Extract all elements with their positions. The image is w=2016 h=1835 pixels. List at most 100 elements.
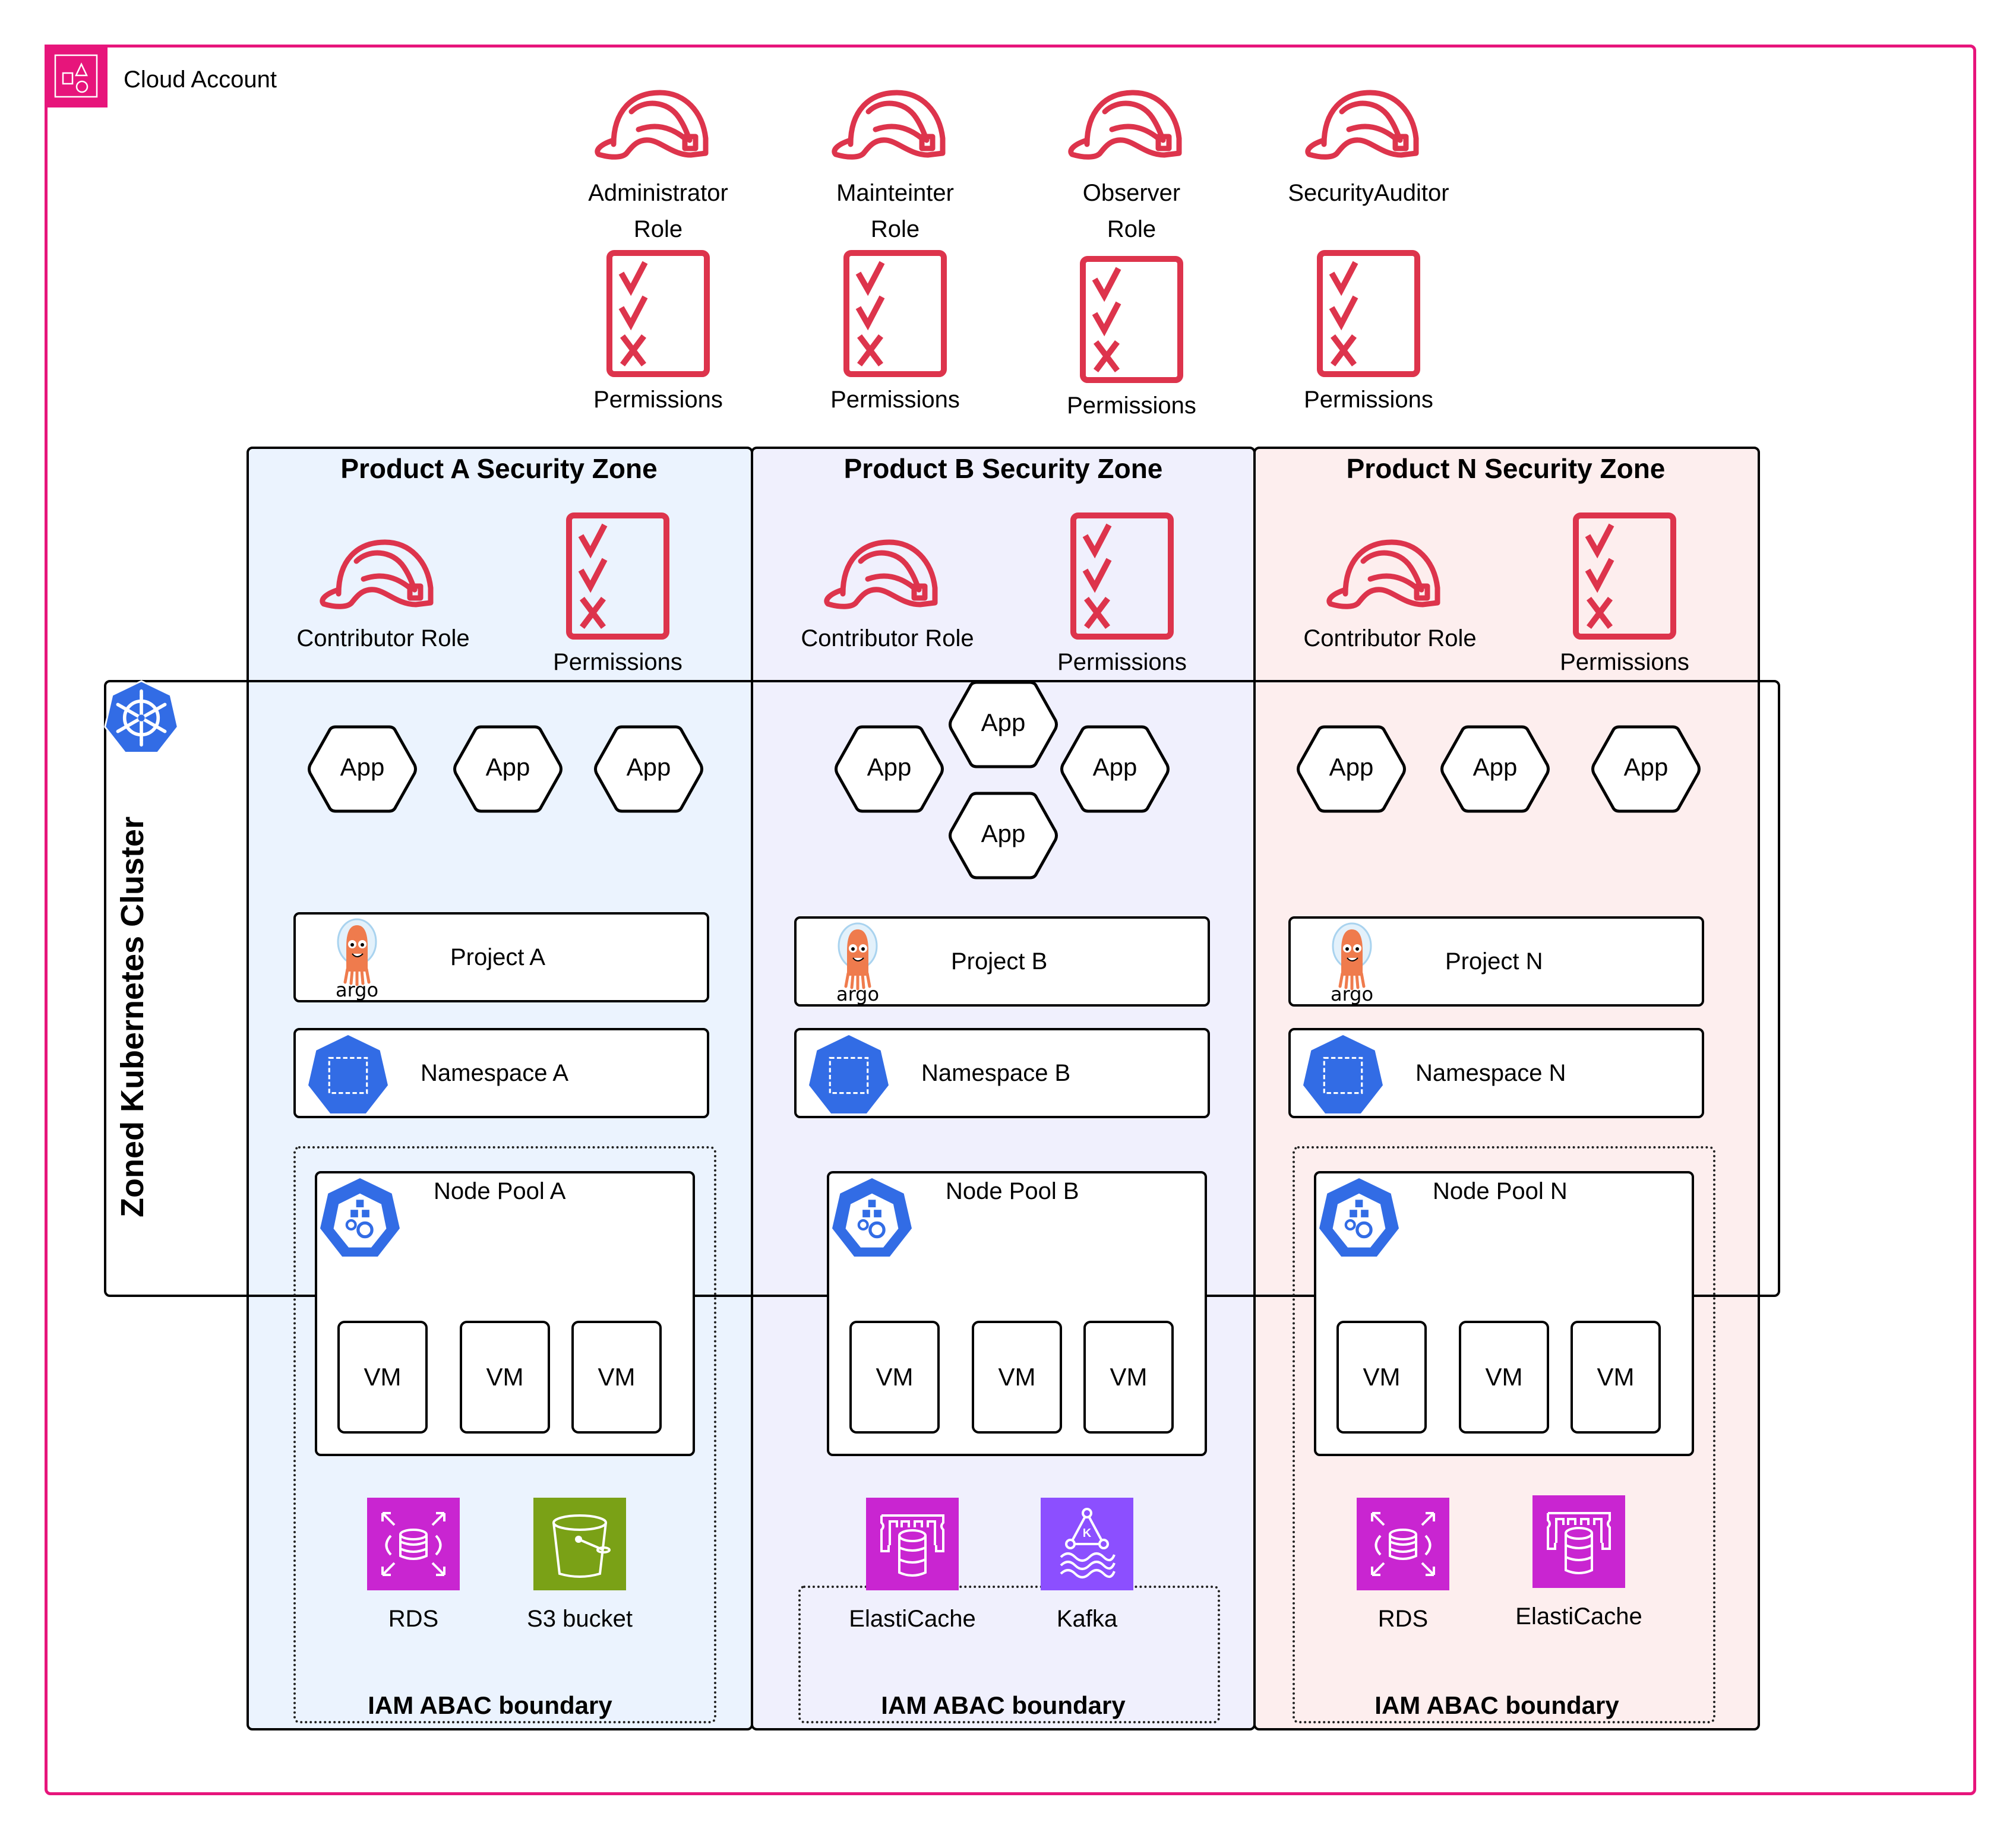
vm-node[interactable]: VM bbox=[337, 1321, 428, 1434]
permissions-checklist-icon bbox=[564, 511, 671, 641]
node-pool-label: Node Pool B bbox=[946, 1178, 1079, 1204]
iam-abac-boundary bbox=[293, 1146, 716, 1723]
argo-project[interactable]: argo Project B bbox=[794, 916, 1210, 1007]
role-suffix: Role bbox=[633, 216, 683, 242]
vm-node[interactable]: VM bbox=[1459, 1321, 1549, 1434]
permissions-label: Permissions bbox=[593, 387, 723, 413]
vm-node[interactable]: VM bbox=[1083, 1321, 1174, 1434]
svg-text:argo: argo bbox=[1331, 983, 1373, 1005]
app-label: App bbox=[1623, 753, 1669, 781]
contributor-role-label: Contributor Role bbox=[296, 625, 470, 651]
vm-node[interactable]: VM bbox=[1571, 1321, 1661, 1434]
app-label: App bbox=[981, 820, 1026, 847]
contributor-helmet-icon bbox=[315, 537, 451, 615]
app-node[interactable]: App bbox=[592, 724, 705, 814]
argo-icon: argo bbox=[829, 921, 889, 1005]
role-helmet-icon bbox=[1063, 88, 1200, 165]
app-label: App bbox=[626, 753, 671, 781]
service-label: Kafka bbox=[1056, 1606, 1118, 1632]
kafka-icon[interactable]: K bbox=[1041, 1498, 1133, 1590]
elasticache-icon[interactable] bbox=[866, 1498, 959, 1590]
svg-text:argo: argo bbox=[836, 983, 879, 1005]
role-suffix: Role bbox=[870, 216, 920, 242]
app-node[interactable]: App bbox=[947, 791, 1060, 880]
app-node[interactable]: App bbox=[1058, 724, 1171, 814]
node-pool-label: Node Pool N bbox=[1433, 1178, 1568, 1204]
argo-icon: argo bbox=[328, 917, 388, 1001]
app-node[interactable]: App bbox=[947, 680, 1060, 769]
s3-bucket-icon[interactable] bbox=[533, 1498, 626, 1590]
role-helmet-icon bbox=[590, 88, 726, 165]
vm-node[interactable]: VM bbox=[1336, 1321, 1427, 1434]
namespace[interactable]: Namespace N bbox=[1288, 1028, 1704, 1118]
service-label: ElastiCache bbox=[1515, 1603, 1642, 1630]
argo-project[interactable]: argo Project N bbox=[1288, 916, 1704, 1007]
project-label: Project B bbox=[951, 948, 1048, 975]
permissions-label: Permissions bbox=[1067, 393, 1196, 419]
kubernetes-icon bbox=[102, 679, 181, 757]
svg-text:K: K bbox=[1083, 1527, 1092, 1540]
node-pool-icon bbox=[828, 1175, 916, 1263]
role-suffix: Role bbox=[1107, 216, 1156, 242]
app-node[interactable]: App bbox=[1439, 724, 1552, 814]
namespace-icon bbox=[304, 1032, 392, 1119]
node-pool-icon bbox=[1315, 1175, 1403, 1263]
app-node[interactable]: App bbox=[1295, 724, 1408, 814]
vm-node[interactable]: VM bbox=[460, 1321, 550, 1434]
app-label: App bbox=[1092, 753, 1137, 781]
rds-icon[interactable] bbox=[1357, 1498, 1449, 1590]
zone-title: Product A Security Zone bbox=[340, 453, 658, 484]
zone-title: Product N Security Zone bbox=[1346, 453, 1666, 484]
elasticache-icon[interactable] bbox=[1532, 1495, 1625, 1588]
iam-abac-boundary-label: IAM ABAC boundary bbox=[881, 1691, 1126, 1719]
permissions-label: Permissions bbox=[830, 387, 960, 413]
permissions-checklist-icon bbox=[1315, 248, 1422, 379]
app-node[interactable]: App bbox=[306, 724, 419, 814]
namespace-icon bbox=[805, 1032, 893, 1119]
project-label: Project N bbox=[1445, 948, 1543, 975]
account-group-icon bbox=[45, 45, 108, 107]
project-label: Project A bbox=[450, 944, 546, 970]
node-pool-icon bbox=[316, 1175, 404, 1263]
role-helmet-icon bbox=[1300, 88, 1437, 165]
argo-project[interactable]: argo Project A bbox=[293, 912, 709, 1002]
app-node[interactable]: App bbox=[1590, 724, 1702, 814]
permissions-label: Permissions bbox=[1057, 649, 1187, 675]
permissions-checklist-icon bbox=[605, 248, 712, 379]
namespace[interactable]: Namespace B bbox=[794, 1028, 1210, 1118]
app-label: App bbox=[340, 753, 385, 781]
permissions-label: Permissions bbox=[1560, 649, 1689, 675]
app-node[interactable]: App bbox=[451, 724, 564, 814]
vm-node[interactable]: VM bbox=[972, 1321, 1062, 1434]
role-name: Observer bbox=[1082, 180, 1181, 206]
contributor-helmet-icon bbox=[819, 537, 956, 615]
iam-abac-boundary-label: IAM ABAC boundary bbox=[1374, 1691, 1619, 1719]
service-label: S3 bucket bbox=[527, 1606, 633, 1632]
service-label: RDS bbox=[388, 1606, 439, 1632]
role-name: Mainteinter bbox=[836, 180, 954, 206]
app-node[interactable]: App bbox=[833, 724, 946, 814]
permissions-checklist-icon bbox=[842, 248, 949, 379]
argo-icon: argo bbox=[1323, 921, 1383, 1005]
svg-text:argo: argo bbox=[336, 979, 378, 1001]
permissions-checklist-icon bbox=[1069, 511, 1176, 641]
namespace-label: Namespace N bbox=[1415, 1060, 1566, 1086]
app-label: App bbox=[1472, 753, 1518, 781]
contributor-role-label: Contributor Role bbox=[1303, 625, 1477, 651]
node-pool-label: Node Pool A bbox=[434, 1178, 566, 1204]
vm-node[interactable]: VM bbox=[849, 1321, 940, 1434]
rds-icon[interactable] bbox=[367, 1498, 460, 1590]
namespace[interactable]: Namespace A bbox=[293, 1028, 709, 1118]
role-helmet-icon bbox=[827, 88, 963, 165]
role-label: SecurityAuditor bbox=[1274, 175, 1464, 211]
contributor-helmet-icon bbox=[1322, 537, 1458, 615]
vm-node[interactable]: VM bbox=[571, 1321, 662, 1434]
permissions-label: Permissions bbox=[1304, 387, 1433, 413]
app-label: App bbox=[485, 753, 530, 781]
